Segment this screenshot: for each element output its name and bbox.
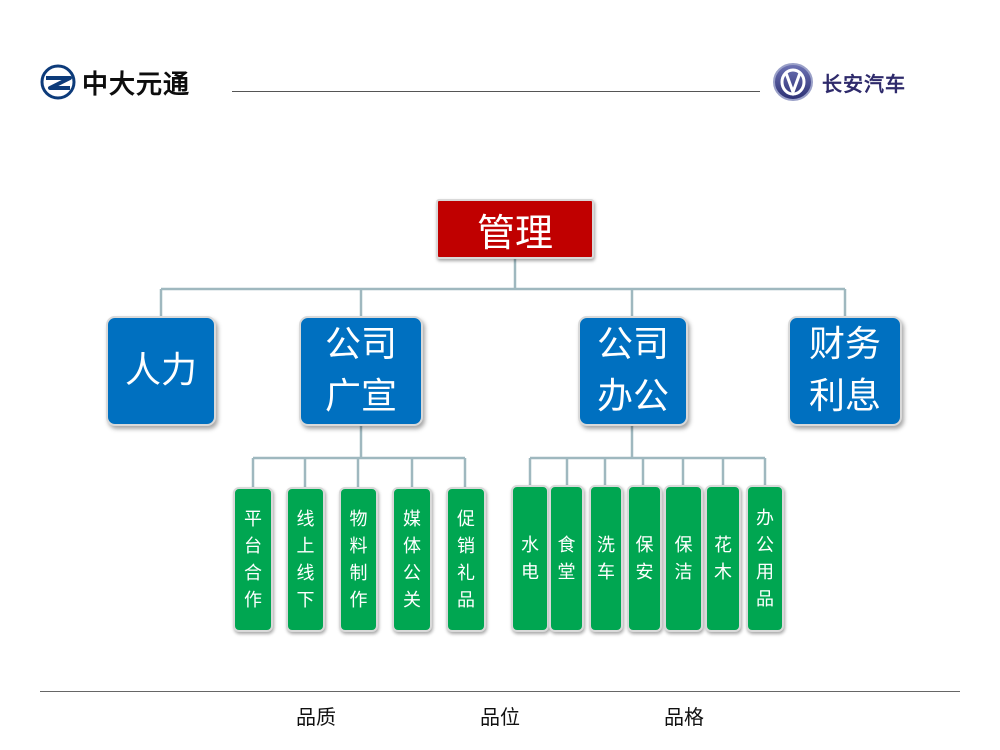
- zhongda-logo-text: 中大元通: [82, 69, 191, 100]
- dept-caiwu: 财务 利息: [788, 316, 902, 426]
- zhongda-logo-icon: [40, 64, 76, 100]
- changan-logo: 长安汽车: [772, 62, 906, 102]
- task-shitang: 食 堂: [549, 485, 584, 632]
- task-wuliao-zhizuo-label: 物 料 制 作: [349, 508, 368, 611]
- footer-item-taste: 品位: [480, 705, 520, 729]
- task-cuxiao-lipin: 促 销 礼 品: [446, 487, 486, 632]
- org-root-label: 管理: [476, 210, 553, 255]
- task-baoan-label: 保 安: [635, 534, 654, 583]
- task-pingtai-hezuo: 平 台 合 作: [233, 487, 273, 632]
- task-xianshang-xianxia-label: 线 上 线 下: [296, 508, 315, 611]
- task-wuliao-zhizuo: 物 料 制 作: [339, 487, 378, 632]
- task-xianshang-xianxia: 线 上 线 下: [286, 487, 325, 632]
- org-root-box: 管理: [436, 199, 594, 259]
- task-shuidian: 水 电: [511, 485, 549, 632]
- task-baojie-label: 保 洁: [674, 534, 693, 583]
- task-huamu-label: 花 木: [714, 534, 732, 583]
- footer-divider: [40, 691, 960, 692]
- task-xiche-label: 洗 车: [597, 534, 615, 583]
- header-divider: [232, 91, 760, 92]
- task-shuidian-label: 水 电: [521, 534, 539, 583]
- dept-bangong-label: 公司 办公: [596, 324, 669, 417]
- footer-item-quality: 品质: [296, 705, 336, 729]
- dept-guangxuan-label: 公司 广宣: [324, 324, 397, 417]
- task-meiti-gongguan: 媒 体 公 关: [392, 487, 432, 632]
- task-shitang-label: 食 堂: [557, 534, 576, 583]
- task-xiche: 洗 车: [589, 485, 623, 632]
- footer-item-character: 品格: [664, 705, 704, 729]
- dept-renli-label: 人力: [124, 350, 197, 391]
- changan-logo-icon: [773, 63, 813, 101]
- task-pingtai-hezuo-label: 平 台 合 作: [244, 508, 262, 611]
- dept-bangong: 公司 办公: [578, 316, 688, 426]
- task-huamu: 花 木: [705, 485, 741, 632]
- task-baoan: 保 安: [627, 485, 662, 632]
- dept-guangxuan: 公司 广宣: [299, 316, 423, 426]
- task-baojie: 保 洁: [664, 485, 703, 632]
- dept-renli: 人力: [106, 316, 216, 426]
- dept-caiwu-label: 财务 利息: [808, 324, 881, 417]
- task-bangong-yongpin-label: 办 公 用 品: [756, 507, 774, 610]
- task-bangong-yongpin: 办 公 用 品: [746, 485, 784, 632]
- task-cuxiao-lipin-label: 促 销 礼 品: [457, 508, 475, 611]
- task-meiti-gongguan-label: 媒 体 公 关: [403, 508, 421, 611]
- zhongda-logo: 中大元通: [40, 62, 190, 102]
- changan-logo-text: 长安汽车: [822, 71, 906, 96]
